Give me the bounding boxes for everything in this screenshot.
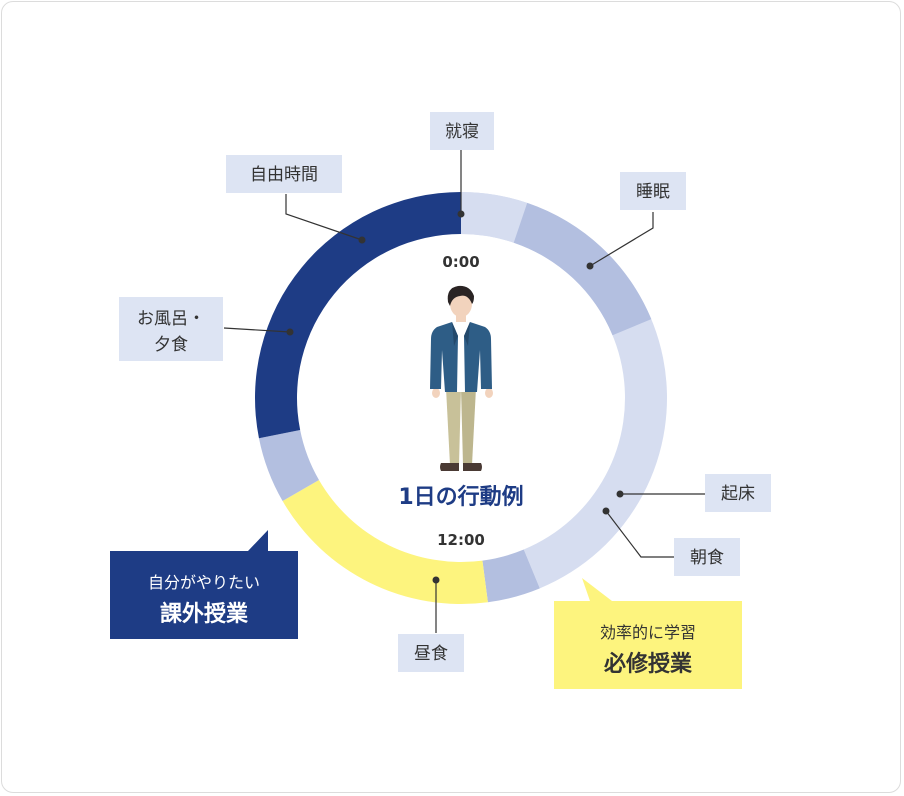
label-lunch: 昼食 <box>414 644 448 664</box>
student-figure-icon <box>430 285 493 471</box>
label-box-wake <box>705 474 771 512</box>
time-labels: 0:00 12:00 <box>437 253 485 549</box>
chart-title: 1日の行動例 <box>398 484 523 510</box>
time-label-midnight: 0:00 <box>442 253 479 271</box>
label-box-lunch <box>398 634 464 672</box>
ring-segment-2 <box>282 480 488 605</box>
leader-line-breakfast <box>605 510 678 558</box>
dot-sleep <box>586 262 594 270</box>
ring-segment-4 <box>254 192 461 439</box>
label-boxes <box>119 112 771 672</box>
label-box-bedtime <box>430 112 494 150</box>
label-free-time: 自由時間 <box>250 165 318 185</box>
segment-labels: 就寝 睡眠 起床 朝食 昼食 お風呂・ 夕食 自由時間 <box>137 121 755 664</box>
callout-elective-line1: 自分がやりたい <box>148 573 260 592</box>
ring-segment-5 <box>461 192 528 243</box>
label-box-bath <box>119 297 223 361</box>
label-bedtime: 就寝 <box>445 121 479 142</box>
callout-required: 効率的に学習 必修授業 <box>554 578 742 689</box>
label-box-sleep <box>620 172 686 210</box>
label-sleep: 睡眠 <box>636 182 670 202</box>
dot-lunch <box>432 576 440 584</box>
label-box-free-time <box>226 155 342 193</box>
ring-segment-6 <box>513 202 652 336</box>
callout-required-line2: 必修授業 <box>604 651 693 677</box>
leader-dots <box>286 210 624 584</box>
label-bath-line2: 夕食 <box>154 335 188 355</box>
ring-segment-1 <box>482 549 540 603</box>
leader-line-sleep <box>589 212 654 267</box>
dot-bedtime <box>457 210 465 218</box>
leader-line-free-time <box>285 194 363 241</box>
callout-elective: 自分がやりたい 課外授業 <box>110 530 298 639</box>
leader-lines <box>223 150 708 633</box>
time-label-noon: 12:00 <box>437 531 485 549</box>
label-box-breakfast <box>674 538 740 576</box>
callout-required-line1: 効率的に学習 <box>600 623 696 642</box>
ring-segments <box>254 192 668 605</box>
dot-wake <box>616 490 624 498</box>
leader-line-bath <box>223 327 291 333</box>
dot-free-time <box>358 236 366 244</box>
dot-breakfast <box>602 507 610 515</box>
ring-segment-3 <box>258 429 319 501</box>
callout-elective-line2: 課外授業 <box>160 601 249 627</box>
label-bath-line1: お風呂・ <box>137 309 205 329</box>
label-breakfast: 朝食 <box>690 548 724 568</box>
label-wake: 起床 <box>721 484 755 504</box>
dot-bath <box>286 328 294 336</box>
